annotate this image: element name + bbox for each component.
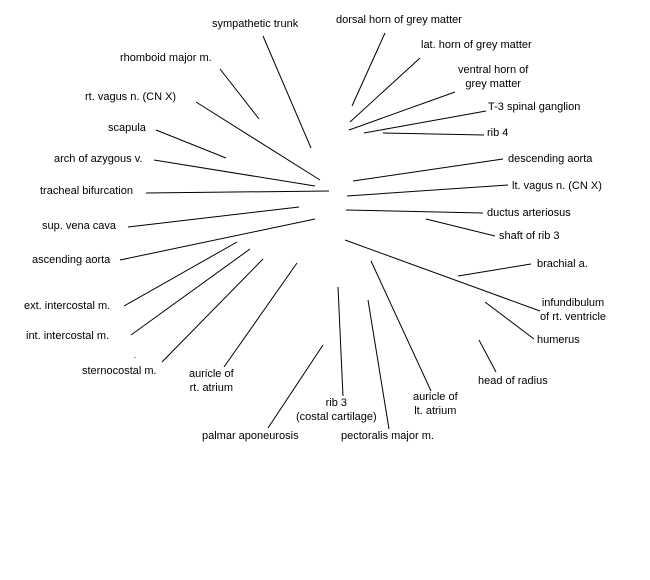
label-tracheal-bifurcation: tracheal bifurcation bbox=[40, 185, 133, 197]
leader-arch-of-azygous bbox=[153, 159, 316, 187]
leader-pectoralis-major bbox=[367, 299, 390, 430]
label-sympathetic-trunk: sympathetic trunk bbox=[212, 18, 299, 30]
leader-t3-spinal-ganglion bbox=[363, 110, 487, 134]
label-brachial-a: brachial a. bbox=[537, 258, 588, 270]
leader-rhomboid-major bbox=[219, 68, 260, 120]
label-sup-vena-cava: sup. vena cava bbox=[42, 220, 116, 232]
label-dorsal-horn: dorsal horn of grey matter bbox=[336, 14, 462, 26]
leader-head-of-radius bbox=[478, 339, 497, 373]
leader-ventral-horn bbox=[348, 91, 456, 131]
stray-mark bbox=[134, 357, 136, 358]
leader-descending-aorta bbox=[352, 158, 504, 182]
leader-auricle-rt-atrium bbox=[223, 262, 298, 368]
label-auricle-rt-atrium: auricle of rt. atrium bbox=[189, 368, 234, 394]
leader-int-intercostal bbox=[130, 248, 251, 336]
label-t3-spinal-ganglion: T-3 spinal ganglion bbox=[488, 101, 581, 113]
leader-rt-vagus bbox=[195, 101, 321, 181]
leader-scapula bbox=[155, 129, 227, 159]
label-auricle-lt-atrium: auricle of lt. atrium bbox=[413, 391, 458, 417]
label-rib-3-costal: rib 3 (costal cartilage) bbox=[296, 397, 377, 423]
leader-palmar-aponeurosis bbox=[267, 344, 324, 429]
leader-humerus bbox=[484, 301, 535, 340]
leader-shaft-of-rib-3 bbox=[425, 218, 496, 237]
leader-sympathetic-trunk bbox=[262, 35, 312, 149]
leader-sternocostal bbox=[161, 258, 264, 363]
leader-dorsal-horn bbox=[351, 32, 386, 107]
label-scapula: scapula bbox=[108, 122, 146, 134]
label-pectoralis-major: pectoralis major m. bbox=[341, 430, 434, 442]
label-ventral-horn: ventral horn of grey matter bbox=[458, 64, 529, 90]
leader-sup-vena-cava bbox=[127, 206, 300, 228]
label-humerus: humerus bbox=[537, 334, 580, 346]
label-palmar-aponeurosis: palmar aponeurosis bbox=[202, 430, 299, 442]
label-infundibulum: infundibulum of rt. ventricle bbox=[540, 297, 607, 323]
leader-rib-3-costal bbox=[337, 286, 344, 397]
label-lt-vagus: lt. vagus n. (CN X) bbox=[512, 180, 602, 192]
label-head-of-radius: head of radius bbox=[478, 375, 548, 387]
leader-brachial-a bbox=[457, 263, 532, 277]
label-ascending-aorta: ascending aorta bbox=[32, 254, 111, 266]
leader-tracheal-bifurcation bbox=[145, 190, 330, 194]
label-rt-vagus: rt. vagus n. (CN X) bbox=[85, 91, 177, 103]
leader-rib-4 bbox=[382, 132, 485, 136]
leader-infundibulum bbox=[344, 239, 541, 312]
leader-ascending-aorta bbox=[119, 218, 316, 261]
label-lat-horn: lat. horn of grey matter bbox=[421, 39, 532, 51]
label-sternocostal: sternocostal m. bbox=[82, 365, 157, 377]
label-descending-aorta: descending aorta bbox=[508, 153, 593, 165]
leader-ext-intercostal bbox=[123, 241, 238, 307]
leader-auricle-lt-atrium bbox=[370, 260, 432, 392]
label-shaft-of-rib-3: shaft of rib 3 bbox=[499, 230, 560, 242]
leader-ductus-arteriosus bbox=[345, 209, 484, 214]
label-ductus-arteriosus: ductus arteriosus bbox=[487, 207, 571, 219]
label-rib-4: rib 4 bbox=[487, 127, 509, 139]
leader-lat-horn bbox=[349, 57, 421, 123]
label-arch-of-azygous: arch of azygous v. bbox=[54, 153, 143, 165]
label-rhomboid-major: rhomboid major m. bbox=[120, 52, 212, 64]
leader-lt-vagus bbox=[346, 184, 509, 197]
label-ext-intercostal: ext. intercostal m. bbox=[24, 300, 111, 312]
label-int-intercostal: int. intercostal m. bbox=[26, 330, 110, 342]
